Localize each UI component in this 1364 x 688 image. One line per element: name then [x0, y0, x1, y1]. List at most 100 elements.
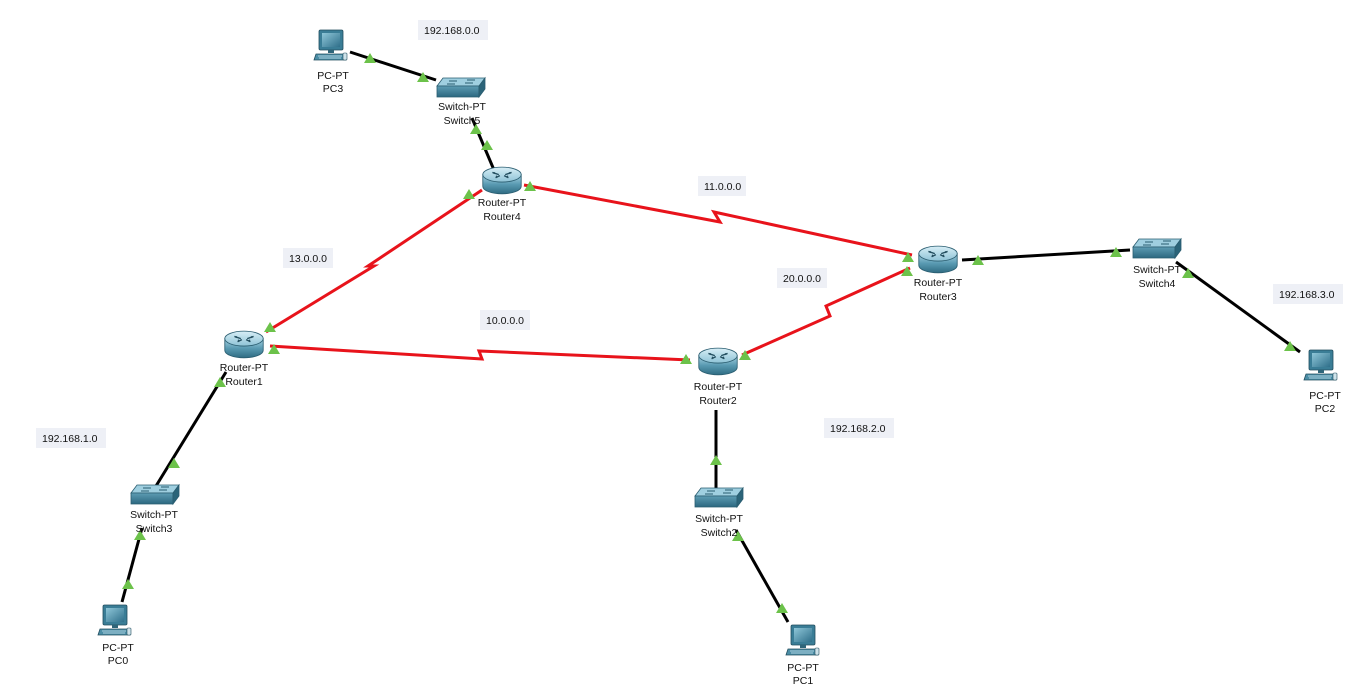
link-up-indicator: [481, 140, 493, 150]
serial-link-router2-router3[interactable]: [741, 266, 911, 357]
ethernet-link-switch3-pc0[interactable]: [120, 527, 144, 603]
pc-icon: [97, 604, 132, 636]
link-up-indicator: [776, 603, 788, 613]
device-name-label: Switch3: [136, 523, 173, 535]
link-status-layer: [122, 53, 1296, 613]
link-up-indicator: [1284, 341, 1296, 351]
pc-icon: [785, 624, 820, 656]
network-labels: 192.168.0.0 11.0.0.0 13.0.0.0 20.0.0.0 1…: [36, 20, 1343, 448]
link-up-indicator: [524, 181, 536, 191]
device-name-label: Router1: [225, 376, 263, 388]
device-model-label: Switch-PT: [438, 101, 486, 113]
link-up-indicator: [901, 266, 913, 276]
link-up-indicator: [470, 124, 482, 134]
device-name-label: Switch2: [701, 527, 738, 539]
network-label-text: 192.168.1.0: [42, 433, 98, 445]
device-name-label: Switch4: [1139, 278, 1176, 290]
network-label-text: 11.0.0.0: [704, 181, 741, 193]
serial-link-router4-router3[interactable]: [523, 183, 913, 257]
link-up-indicator: [1110, 247, 1122, 257]
ethernet-link-router1-switch3[interactable]: [154, 371, 228, 487]
device-name-label: PC3: [323, 83, 344, 95]
device-model-label: Switch-PT: [1133, 264, 1181, 276]
switch-icon: [130, 484, 180, 505]
device-model-label: Switch-PT: [695, 513, 743, 525]
link-up-indicator: [680, 354, 692, 364]
device-router3[interactable]: Router-PT Router3: [914, 245, 963, 303]
switch-icon: [436, 77, 486, 98]
device-name-label: Router4: [483, 211, 521, 223]
device-name-label: Router3: [919, 291, 957, 303]
network-label-13-0-0-0[interactable]: 13.0.0.0: [283, 248, 333, 268]
network-label-text: 192.168.3.0: [1279, 289, 1335, 301]
link-up-indicator: [739, 350, 751, 360]
ethernet-link-switch2-pc1[interactable]: [734, 529, 790, 623]
device-model-label: Switch-PT: [130, 509, 178, 521]
network-label-192-168-3-0[interactable]: 192.168.3.0: [1273, 284, 1343, 304]
device-router2[interactable]: Router-PT Router2: [694, 347, 743, 407]
device-model-label: PC-PT: [102, 642, 134, 654]
device-switch3[interactable]: Switch-PT Switch3: [130, 484, 180, 535]
device-switch4[interactable]: Switch-PT Switch4: [1132, 238, 1182, 290]
device-model-label: PC-PT: [317, 70, 349, 82]
serial-link-router1-router4[interactable]: [265, 188, 483, 334]
device-model-label: Router-PT: [478, 197, 527, 209]
network-label-text: 192.168.2.0: [830, 423, 886, 435]
network-label-text: 20.0.0.0: [783, 273, 821, 285]
device-model-label: Router-PT: [914, 277, 963, 289]
network-label-text: 13.0.0.0: [289, 253, 327, 265]
switch-icon: [694, 487, 744, 508]
ethernet-link-router3-switch4[interactable]: [961, 248, 1131, 262]
router-icon: [918, 245, 958, 274]
serial-link-router1-router2[interactable]: [269, 344, 691, 362]
link-up-indicator: [732, 531, 744, 541]
network-label-10-0-0-0[interactable]: 10.0.0.0: [480, 310, 530, 330]
device-pc3[interactable]: PC-PT PC3: [313, 29, 349, 95]
switch-icon: [1132, 238, 1182, 259]
device-model-label: PC-PT: [787, 662, 819, 674]
device-switch2[interactable]: Switch-PT Switch2: [694, 487, 744, 539]
ethernet-link-switch4-pc2[interactable]: [1175, 260, 1301, 354]
link-up-indicator: [972, 255, 984, 265]
router-icon: [482, 166, 522, 195]
device-model-label: PC-PT: [1309, 390, 1341, 402]
link-up-indicator: [1182, 268, 1194, 278]
pc-icon: [313, 29, 348, 61]
device-router4[interactable]: Router-PT Router4: [478, 166, 527, 223]
device-model-label: Router-PT: [694, 381, 743, 393]
network-label-text: 10.0.0.0: [486, 315, 524, 327]
device-name-label: Router2: [699, 395, 737, 407]
link-up-indicator: [463, 189, 475, 199]
link-up-indicator: [417, 72, 429, 82]
network-label-20-0-0-0[interactable]: 20.0.0.0: [777, 268, 827, 288]
network-label-192-168-0-0[interactable]: 192.168.0.0: [418, 20, 488, 40]
link-up-indicator: [134, 530, 146, 540]
device-pc0[interactable]: PC-PT PC0: [97, 604, 134, 667]
device-pc1[interactable]: PC-PT PC1: [785, 624, 820, 687]
link-up-indicator: [364, 53, 376, 63]
network-label-11-0-0-0[interactable]: 11.0.0.0: [698, 176, 746, 196]
network-label-text: 192.168.0.0: [424, 25, 480, 37]
link-up-indicator: [168, 458, 180, 468]
link-up-indicator: [122, 579, 134, 589]
devices-layer: PC-PT PC3 Switch-PT Switch5 Router-PT Ro…: [97, 29, 1341, 687]
link-up-indicator: [214, 377, 226, 387]
link-up-indicator: [264, 322, 276, 332]
router-icon: [224, 330, 264, 359]
pc-icon: [1303, 349, 1338, 381]
device-name-label: Switch5: [444, 115, 481, 127]
router-icon: [698, 347, 738, 376]
device-name-label: PC2: [1315, 403, 1336, 415]
device-name-label: PC0: [108, 655, 129, 667]
device-switch5[interactable]: Switch-PT Switch5: [436, 77, 487, 127]
device-pc2[interactable]: PC-PT PC2: [1303, 349, 1341, 415]
link-up-indicator: [268, 344, 280, 354]
link-up-indicator: [902, 252, 914, 262]
network-label-192-168-1-0[interactable]: 192.168.1.0: [36, 428, 106, 448]
link-up-indicator: [710, 455, 722, 465]
device-router1[interactable]: Router-PT Router1: [220, 330, 269, 388]
device-name-label: PC1: [793, 675, 814, 687]
network-label-192-168-2-0[interactable]: 192.168.2.0: [824, 418, 894, 438]
device-model-label: Router-PT: [220, 362, 269, 374]
